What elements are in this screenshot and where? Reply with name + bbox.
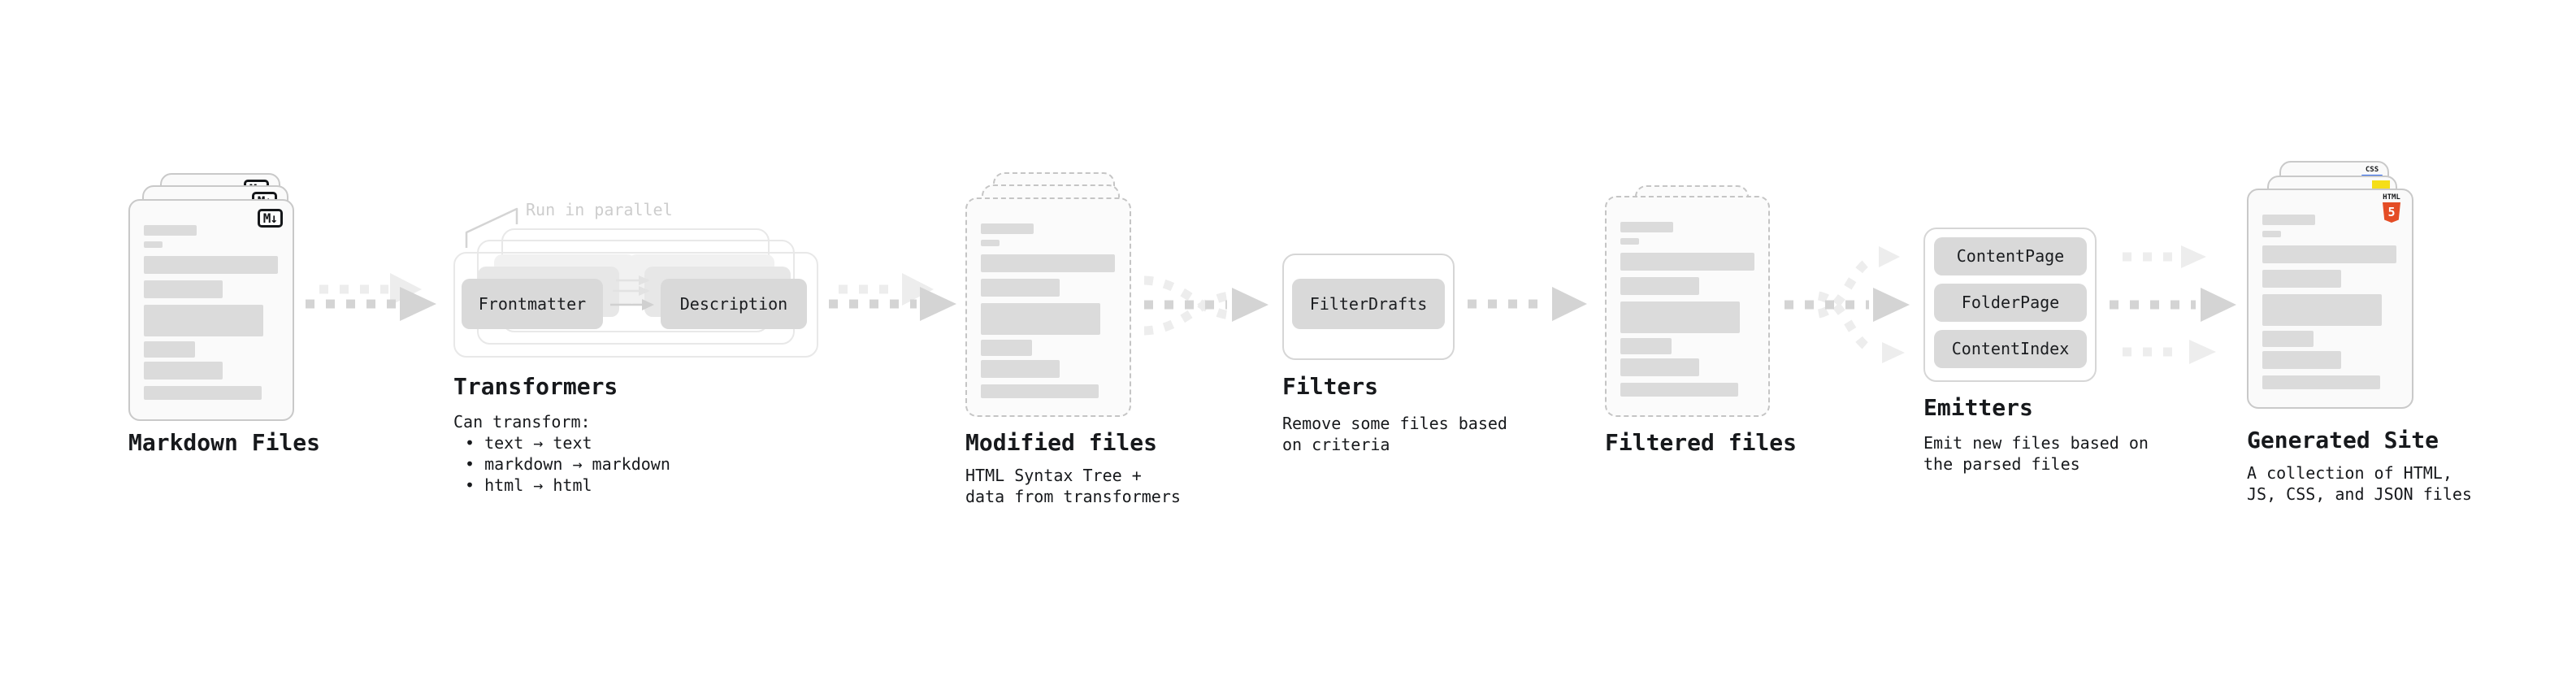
stage-title-markdown-files: Markdown Files	[128, 429, 321, 456]
note-line: JS, CSS, and JSON files	[2247, 484, 2472, 504]
text-placeholder-bar	[2262, 231, 2281, 237]
stage-title-generated-site: Generated Site	[2247, 427, 2439, 453]
markdown-doc-card-front: M↓	[128, 199, 294, 421]
text-placeholder-bar	[1620, 301, 1740, 333]
arrow-transformers-to-modified	[829, 273, 956, 321]
generated-site-notes: A collection of HTML, JS, CSS, and JSON …	[2247, 462, 2472, 505]
text-placeholder-bar	[144, 280, 223, 298]
note-line: Can transform:	[453, 412, 591, 432]
text-placeholder-bar	[981, 279, 1060, 297]
text-placeholder-bar	[1620, 338, 1672, 354]
text-placeholder-bar	[144, 225, 197, 236]
stage-title-modified-files: Modified files	[965, 429, 1158, 456]
note-line: • text → text	[465, 433, 592, 453]
html5-icon: HTML 5	[2382, 193, 2401, 223]
text-placeholder-bar	[1620, 222, 1673, 232]
text-placeholder-bar	[2262, 375, 2380, 389]
text-placeholder-bar	[144, 341, 195, 358]
note-line: data from transformers	[965, 487, 1181, 506]
markdown-icon: M↓	[257, 209, 283, 228]
text-placeholder-bar	[981, 223, 1034, 234]
note-line: • html → html	[465, 475, 592, 495]
text-placeholder-bar	[144, 241, 163, 248]
text-placeholder-bar	[144, 256, 278, 274]
stage-title-filtered-files: Filtered files	[1605, 429, 1798, 456]
modified-doc-card-front	[965, 197, 1131, 417]
modified-files-notes: HTML Syntax Tree + data from transformer…	[965, 465, 1181, 507]
emitter-chip-contentindex: ContentIndex	[1934, 330, 2087, 368]
js-icon	[2372, 180, 2390, 191]
text-placeholder-bar	[2262, 331, 2314, 347]
stage-title-emitters: Emitters	[1923, 394, 2033, 421]
text-placeholder-bar	[144, 362, 223, 380]
filters-notes: Remove some files based on criteria	[1282, 413, 1507, 455]
text-placeholder-bar	[144, 305, 263, 336]
text-placeholder-bar	[1620, 253, 1754, 271]
text-placeholder-bar	[1620, 358, 1699, 376]
text-placeholder-bar	[981, 384, 1099, 398]
text-placeholder-bar	[981, 303, 1100, 335]
note-line: Remove some files based	[1282, 414, 1507, 433]
text-placeholder-bar	[981, 240, 1000, 246]
arrow-filtered-to-emitters	[1785, 246, 1910, 363]
stage-title-filters: Filters	[1282, 373, 1379, 400]
arrow-modified-to-filters	[1143, 275, 1268, 336]
note-line: HTML Syntax Tree +	[965, 466, 1142, 485]
note-line: the parsed files	[1923, 454, 2080, 474]
html5-icon-shield: 5	[2383, 202, 2400, 223]
emitter-chip-contentpage: ContentPage	[1934, 237, 2087, 275]
note-line: • markdown → markdown	[465, 454, 670, 474]
arrow-emitters-to-site	[2110, 245, 2236, 364]
transformer-chip-description: Description	[661, 279, 807, 329]
run-in-parallel-label: Run in parallel	[526, 200, 673, 219]
arrow-markdown-to-transformers	[306, 273, 436, 321]
text-placeholder-bar	[2262, 294, 2382, 326]
text-placeholder-bar	[144, 386, 262, 400]
text-placeholder-bar	[981, 254, 1115, 272]
text-placeholder-bar	[2262, 215, 2315, 225]
transformer-layer-outline-front	[453, 252, 818, 358]
filtered-doc-card-front	[1605, 196, 1770, 417]
note-line: A collection of HTML,	[2247, 463, 2452, 483]
text-placeholder-bar	[1620, 383, 1738, 397]
text-placeholder-bar	[2262, 245, 2396, 263]
text-placeholder-bar	[981, 360, 1060, 378]
emitters-notes: Emit new files based on the parsed files	[1923, 432, 2149, 475]
html5-icon-label: HTML	[2383, 193, 2400, 202]
transformer-chip-frontmatter: Frontmatter	[462, 279, 603, 329]
text-placeholder-bar	[1620, 238, 1639, 245]
filter-chip-filterdrafts: FilterDrafts	[1292, 279, 1445, 329]
css-icon-label: CSS	[2365, 166, 2379, 174]
text-placeholder-bar	[2262, 351, 2341, 369]
text-placeholder-bar	[981, 340, 1032, 356]
text-placeholder-bar	[1620, 277, 1699, 295]
stage-title-transformers: Transformers	[453, 373, 618, 400]
generated-doc-card-front: HTML 5	[2247, 189, 2413, 409]
emitter-chip-folderpage: FolderPage	[1934, 284, 2087, 322]
transformers-notes: Can transform: • text → text • markdown …	[453, 411, 670, 496]
text-placeholder-bar	[2262, 270, 2341, 288]
note-line: on criteria	[1282, 435, 1390, 454]
arrow-filters-to-filtered	[1468, 287, 1587, 321]
note-line: Emit new files based on	[1923, 433, 2149, 453]
